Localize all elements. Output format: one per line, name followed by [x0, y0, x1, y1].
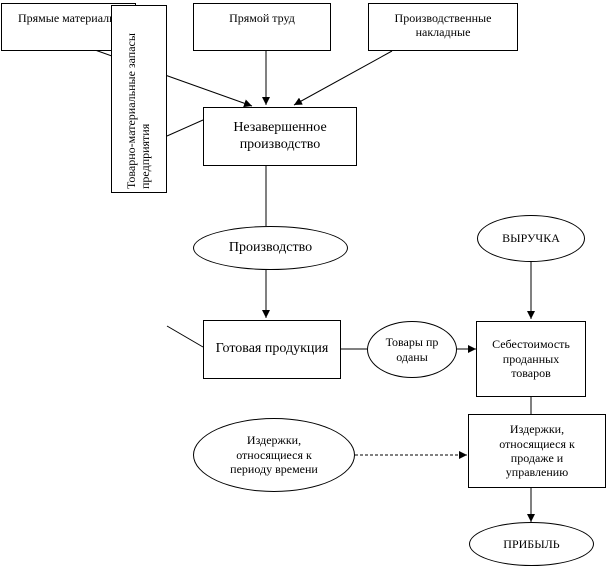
- node-production-label: Производство: [228, 239, 313, 255]
- node-profit: ПРИБЫЛЬ: [469, 522, 594, 566]
- node-goods-sold: Товары проданы: [367, 321, 457, 378]
- node-revenue-label: ВЫРУЧКА: [502, 231, 560, 246]
- node-cogs-label: Себестоимость проданных товаров: [492, 337, 570, 381]
- node-cogs: Себестоимость проданных товаров: [476, 321, 586, 397]
- node-overhead-label: Производственные накладные: [394, 11, 492, 40]
- node-inventories: Товарно-материальные запасы предприятия: [111, 5, 167, 193]
- node-revenue: ВЫРУЧКА: [477, 215, 585, 262]
- node-finished-goods: Готовая продукция: [203, 320, 341, 379]
- node-overhead: Производственные накладные: [368, 3, 518, 51]
- arrow-overhead-to-wip: [293, 50, 393, 106]
- node-finished-goods-label: Готовая продукция: [215, 341, 329, 357]
- node-direct-labor-label: Прямой труд: [229, 11, 295, 25]
- node-direct-materials-label: Прямые материалы: [18, 11, 118, 25]
- node-selling-admin-label: Издержки, относящиеся к продаже и управл…: [499, 422, 575, 480]
- line-inventories-to-wip: [166, 119, 204, 137]
- line-into-finished-goods: [166, 325, 204, 348]
- node-period-costs: Издержки, относящиеся к периоду времени: [193, 418, 355, 492]
- node-goods-sold-label: Товары проданы: [385, 335, 439, 364]
- node-selling-admin: Издержки, относящиеся к продаже и управл…: [468, 414, 606, 488]
- node-wip-label: Незавершенное производство: [233, 119, 327, 152]
- node-profit-label: ПРИБЫЛЬ: [503, 536, 560, 551]
- node-wip: Незавершенное производство: [203, 107, 357, 166]
- node-direct-labor: Прямой труд: [193, 3, 331, 51]
- node-period-costs-label: Издержки, относящиеся к периоду времени: [230, 433, 318, 477]
- node-production: Производство: [193, 226, 348, 270]
- node-inventories-label: Товарно-материальные запасы предприятия: [124, 33, 152, 189]
